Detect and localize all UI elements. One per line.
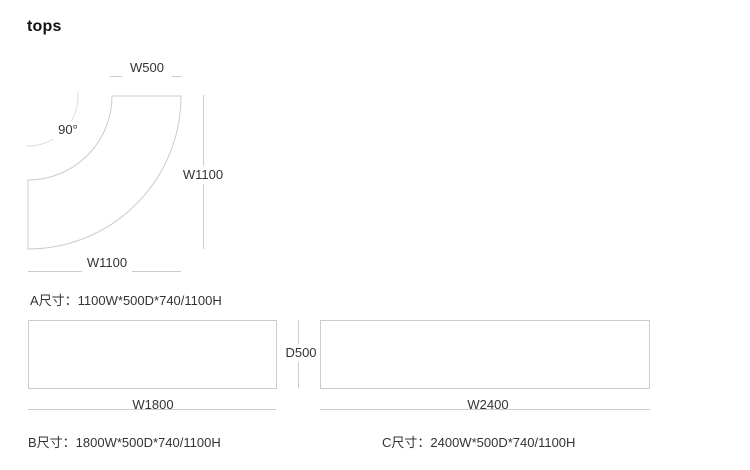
dim-label-w2400: W2400 — [467, 397, 509, 412]
dim-line-w1800 — [28, 409, 276, 410]
curved-top-shape — [27, 95, 182, 250]
dim-label-w500: W500 — [122, 59, 172, 77]
caption-b: B尺寸：1800W*500D*740/1100H — [28, 435, 221, 450]
caption-c: C尺寸：2400W*500D*740/1100H — [382, 435, 576, 450]
rect-top-c — [320, 320, 650, 389]
curved-top-drawing — [26, 91, 182, 250]
dim-line-w2400 — [320, 409, 650, 410]
caption-a: A尺寸：1100W*500D*740/1100H — [30, 293, 222, 308]
dim-label-d500: D500 — [280, 344, 322, 362]
dim-label-w1800: W1800 — [132, 397, 174, 412]
dim-label-w1100-bottom: W1100 — [82, 254, 132, 277]
rect-top-b — [28, 320, 277, 389]
angle-label: 90° — [52, 121, 84, 139]
page-title: tops — [27, 18, 62, 35]
dim-label-w1100-right: W1100 — [178, 166, 228, 184]
